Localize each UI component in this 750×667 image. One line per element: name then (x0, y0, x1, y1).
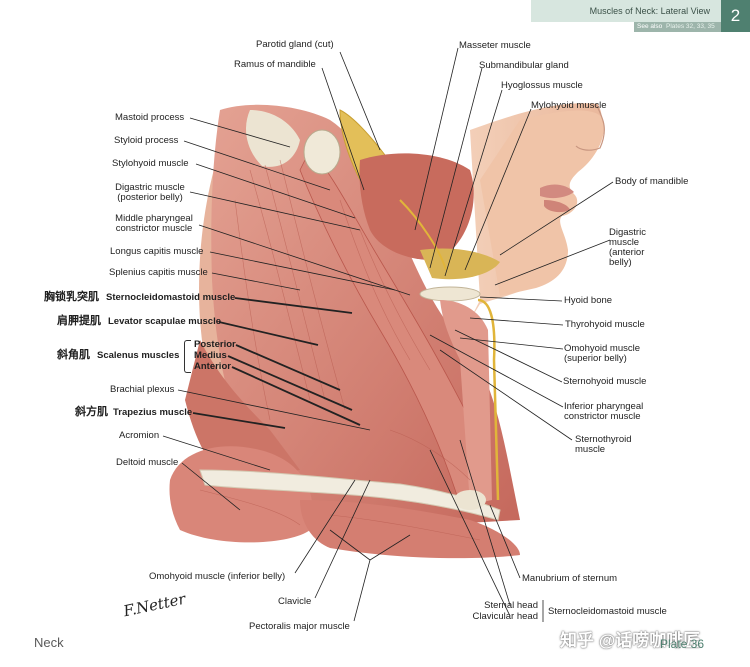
clavicle (199, 469, 501, 521)
label-clavicular-head: Clavicular head (472, 611, 538, 622)
label-omohyoid-inferior: Omohyoid muscle (inferior belly) (149, 571, 286, 582)
label-digastric-anterior: Digastric muscle (anterior belly) (609, 228, 646, 268)
label-masseter-muscle: Masseter muscle (459, 40, 531, 51)
plate-badge-number: 2 (730, 6, 741, 25)
label-longus-capitis: Longus capitis muscle (110, 246, 204, 257)
label-ramus-of-mandible: Ramus of mandible (234, 59, 316, 70)
see-also-bar (634, 22, 722, 32)
label-inferior-pharyngeal: Inferior pharyngeal constrictor muscle (564, 402, 643, 422)
label-deltoid-muscle: Deltoid muscle (116, 457, 179, 468)
label-styloid-process: Styloid process (114, 135, 179, 146)
label-trapezius-chinese: 斜方肌 (75, 406, 108, 418)
strap-muscles (440, 300, 492, 505)
scalenus-bracket (184, 340, 191, 373)
mastoid-tendon (246, 110, 300, 167)
label-hyoglossus-muscle: Hyoglossus muscle (501, 80, 583, 91)
see-also-label: See also (637, 23, 663, 30)
label-scm-english: Sternocleidomastoid muscle (106, 292, 236, 303)
pectoralis (300, 500, 520, 559)
muscle-fibers (199, 159, 481, 541)
label-body-of-mandible: Body of mandible (615, 176, 689, 187)
label-digastric-anterior-line3: (anterior (609, 247, 645, 258)
label-scalenus-chinese: 斜角肌 (57, 349, 90, 361)
label-scalenus-english: Scalenus muscles (97, 350, 180, 361)
label-sternohyoid-muscle: Sternohyoid muscle (563, 376, 647, 387)
label-manubrium-of-sternum: Manubrium of sternum (522, 573, 618, 584)
label-parotid-gland: Parotid gland (cut) (256, 39, 334, 50)
label-clavicle: Clavicle (278, 596, 312, 607)
header-band (531, 0, 721, 22)
label-thyrohyoid-muscle: Thyrohyoid muscle (565, 319, 645, 330)
label-inferior-pharyngeal-line2: constrictor muscle (564, 411, 641, 422)
label-acromion: Acromion (119, 430, 160, 441)
label-digastric-anterior-line2: muscle (609, 237, 640, 248)
label-stylohyoid-muscle: Stylohyoid muscle (112, 158, 189, 169)
label-sternal-head: Sternal head (484, 600, 538, 611)
label-sternothyroid-line2: muscle (575, 444, 606, 455)
label-scalenus-anterior: Anterior (194, 361, 231, 372)
label-splenius-capitis: Splenius capitis muscle (109, 267, 208, 278)
label-mylohyoid-muscle: Mylohyoid muscle (531, 100, 607, 111)
watermark: 知乎 @话唠咖啡匠 (560, 631, 701, 650)
label-digastric-anterior-line1: Digastric (609, 227, 646, 238)
label-scalenus-medius: Medius (194, 350, 227, 361)
label-omohyoid-superior: Omohyoid muscle (superior belly) (564, 344, 640, 364)
hyoid-bone (419, 286, 481, 302)
label-digastric-posterior: Digastric muscle (posterior belly) (108, 183, 192, 203)
label-trapezius-english: Trapezius muscle (113, 407, 193, 418)
section-footer: Neck (34, 635, 64, 650)
yellow-fascia-edge (477, 298, 500, 501)
plate-badge (721, 0, 750, 32)
label-middle-pharyngeal: Middle pharyngeal constrictor muscle (108, 214, 200, 234)
label-digastric-anterior-line4: belly) (609, 257, 632, 268)
label-omohyoid-superior-line1: Omohyoid muscle (564, 343, 641, 354)
thyroid-fascia-edge (399, 199, 447, 271)
label-pectoralis-major: Pectoralis major muscle (249, 621, 350, 632)
see-also-plates-link[interactable]: Plates 32, 33, 35 (666, 23, 715, 30)
label-scm-bottom: Sternocleidomastoid muscle (548, 606, 667, 617)
trapezius-shoulder (185, 340, 300, 480)
lips-lower (544, 200, 570, 213)
label-submandibular-gland: Submandibular gland (479, 60, 569, 71)
leader-lines (162, 47, 614, 622)
plate-number-footer: Plate 36 (660, 637, 705, 651)
masseter-mandible (359, 153, 474, 261)
lips (540, 184, 574, 199)
label-sternothyroid-line1: Sternothyroid (575, 434, 632, 445)
label-levator-chinese: 肩胛提肌 (57, 315, 101, 327)
label-digastric-posterior-line1: Digastric muscle (115, 182, 185, 193)
label-omohyoid-superior-line2: (superior belly) (564, 353, 627, 364)
label-mastoid-process: Mastoid process (115, 112, 185, 123)
label-hyoid-bone: Hyoid bone (564, 295, 613, 306)
label-levator-english: Levator scapulae muscle (108, 316, 221, 327)
mastoid-bone (303, 129, 341, 175)
sternal-tendon (454, 490, 486, 510)
label-digastric-posterior-line2: (posterior belly) (117, 192, 183, 203)
label-inferior-pharyngeal-line1: Inferior pharyngeal (564, 401, 644, 412)
label-brachial-plexus: Brachial plexus (110, 384, 175, 395)
plate-title: Muscles of Neck: Lateral View (589, 6, 710, 16)
label-middle-pharyngeal-line1: Middle pharyngeal (115, 213, 193, 224)
label-scalenus-posterior: Posterior (194, 339, 236, 350)
label-middle-pharyngeal-line2: constrictor muscle (115, 223, 193, 234)
label-scm-chinese: 胸锁乳突肌 (44, 291, 99, 303)
nose (575, 103, 605, 151)
label-sternothyroid: Sternothyroid muscle (575, 435, 632, 455)
